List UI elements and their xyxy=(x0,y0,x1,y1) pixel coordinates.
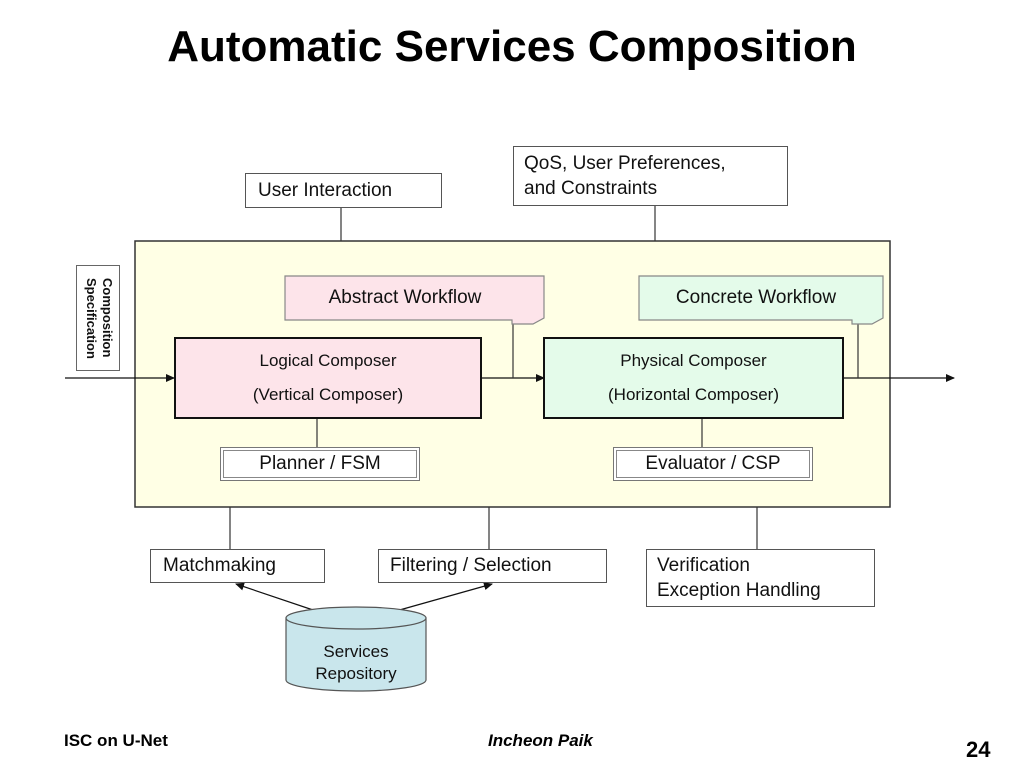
services-repository-cylinder xyxy=(285,618,427,692)
vertical-composer-label: (Vertical Composer) xyxy=(252,385,404,404)
exception-handling-label: Exception Handling xyxy=(657,580,821,601)
logical-composer-label: Logical Composer xyxy=(259,351,397,370)
repository-label: Repository xyxy=(315,664,397,683)
verification-label: Verification xyxy=(657,555,750,576)
services-repository-label: Services Repository xyxy=(286,641,426,685)
footer-author: Incheon Paik xyxy=(488,731,593,750)
logical-composer-box: Logical Composer (Vertical Composer) xyxy=(174,337,482,419)
qos-label-line2: and Constraints xyxy=(524,178,658,199)
composition-specification-box: Composition Specification xyxy=(76,265,120,371)
filtering-selection-box: Filtering / Selection xyxy=(378,549,607,583)
services-repository-top xyxy=(285,606,427,630)
repository-to-filtering-arrow xyxy=(395,582,493,612)
matchmaking-label: Matchmaking xyxy=(163,555,276,576)
physical-composer-box: Physical Composer (Horizontal Composer) xyxy=(543,337,844,419)
evaluator-csp-box: Evaluator / CSP xyxy=(613,447,813,481)
abstract-workflow-shape xyxy=(284,275,545,325)
user-interaction-label: User Interaction xyxy=(258,179,393,201)
planner-fsm-label: Planner / FSM xyxy=(259,453,381,474)
verification-box: Verification Exception Handling xyxy=(646,549,875,607)
services-label: Services xyxy=(323,642,389,661)
concrete-workflow-label: Concrete Workflow xyxy=(675,287,837,308)
evaluator-csp-label: Evaluator / CSP xyxy=(645,453,781,474)
horizontal-composer-label: (Horizontal Composer) xyxy=(608,385,779,404)
physical-composer-label: Physical Composer xyxy=(620,351,767,370)
slide-title: Automatic Services Composition xyxy=(167,22,857,71)
qos-box: QoS, User Preferences, and Constraints xyxy=(513,146,788,206)
abstract-workflow-label: Abstract Workflow xyxy=(328,287,482,308)
filtering-selection-label: Filtering / Selection xyxy=(390,555,552,576)
concrete-workflow-shape xyxy=(638,275,884,325)
page-number: 24 xyxy=(966,737,991,762)
repository-to-matchmaking-arrow xyxy=(235,582,317,612)
planner-fsm-box: Planner / FSM xyxy=(220,447,420,481)
footer-left-text: ISC on U-Net xyxy=(64,731,168,750)
qos-label-line1: QoS, User Preferences, xyxy=(524,153,726,174)
composition-specification-label: Composition Specification xyxy=(84,277,115,359)
user-interaction-box: User Interaction xyxy=(245,173,442,208)
matchmaking-box: Matchmaking xyxy=(150,549,325,583)
